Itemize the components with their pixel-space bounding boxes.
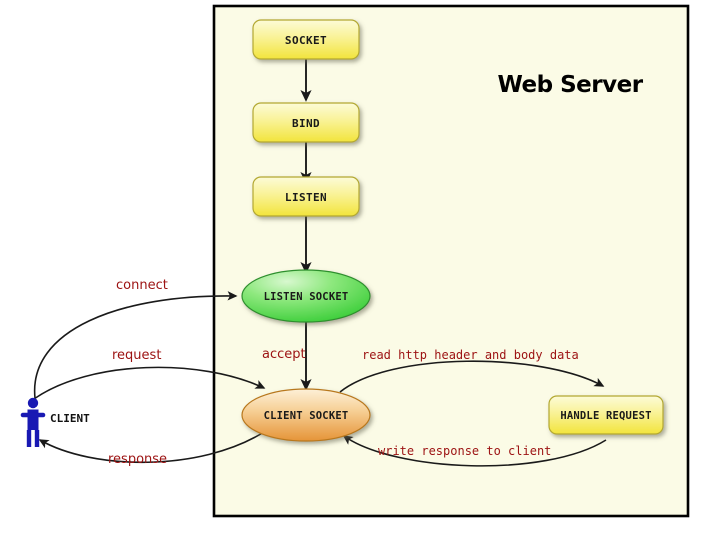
edge-request (33, 366, 266, 400)
node-bind-shape (252, 102, 360, 143)
edge-response (38, 431, 265, 464)
edge-label-connect: connect (116, 278, 168, 293)
node-client-socket[interactable]: CLIENT SOCKET (241, 388, 371, 442)
node-listen-socket-label: LISTEN SOCKET (264, 291, 349, 303)
edge-label-response: response (108, 452, 167, 467)
node-listen-shape (252, 176, 360, 217)
node-listen-socket[interactable]: LISTEN SOCKET (241, 269, 371, 323)
node-socket-shape (252, 19, 360, 60)
node-socket-label: SOCKET (285, 34, 327, 47)
client-actor-head (27, 397, 39, 409)
client-actor[interactable]: CLIENT (20, 397, 90, 447)
node-bind[interactable]: BIND (252, 102, 360, 143)
node-client-socket-label: CLIENT SOCKET (264, 410, 349, 422)
node-listen[interactable]: LISTEN (252, 176, 360, 217)
node-handle-request-label: HANDLE REQUEST (560, 410, 651, 422)
edge-read-http (339, 360, 605, 393)
edge-label-write-response: write response to client (378, 444, 551, 458)
node-handle-request-shape (548, 395, 664, 435)
node-handle-request[interactable]: HANDLE REQUEST (548, 395, 664, 435)
node-client-socket-shape (241, 388, 371, 442)
node-listen-socket-shape (241, 269, 371, 323)
node-bind-label: BIND (292, 117, 320, 130)
edge-connect (33, 291, 238, 399)
edge-label-accept: accept (262, 347, 306, 362)
edge-label-request: request (112, 348, 161, 363)
page-title: Web Server (497, 72, 643, 98)
node-listen-label: LISTEN (285, 191, 327, 204)
client-actor-label: CLIENT (50, 412, 90, 425)
edge-write-response (342, 435, 607, 467)
node-socket[interactable]: SOCKET (252, 19, 360, 60)
edge-label-read-http: read http header and body data (362, 348, 579, 362)
